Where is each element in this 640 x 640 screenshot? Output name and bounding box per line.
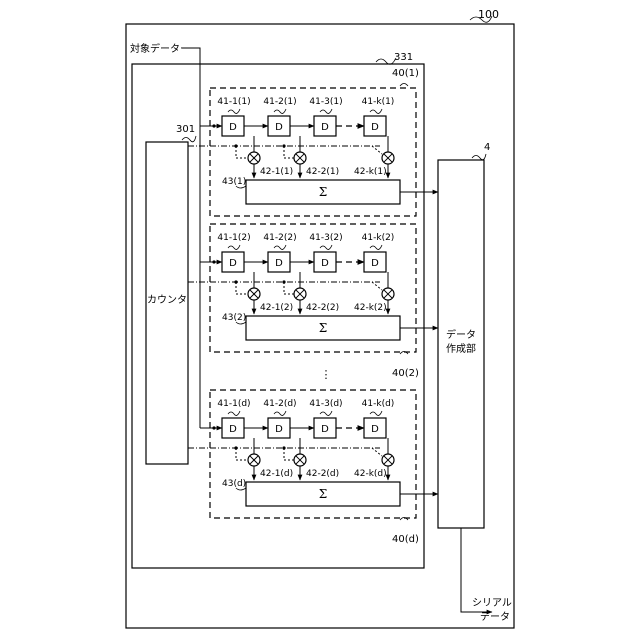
delay-label: D (275, 424, 283, 435)
delay-ref: 41-2(d) (263, 399, 296, 409)
delay-label: D (321, 258, 329, 269)
adder-label: Σ (319, 487, 327, 501)
delay-label: D (275, 122, 283, 133)
input-junction (212, 124, 215, 127)
delay-ref: 41-1(2) (217, 233, 250, 243)
multiplier-ref: 42-k(1) (354, 167, 387, 177)
multiplier-ref: 42-1(d) (260, 469, 293, 479)
delay-label: D (371, 424, 379, 435)
delay-ref: 41-k(2) (362, 233, 395, 243)
delay-label: D (371, 122, 379, 133)
adder-label: Σ (319, 185, 327, 199)
delay-label: D (275, 258, 283, 269)
delay-ref: 41-3(d) (309, 399, 342, 409)
multiplier-ref: 42-2(2) (306, 303, 339, 313)
input-junction (212, 426, 215, 429)
stage-label: 40(d) (392, 534, 419, 545)
adder-label: Σ (319, 321, 327, 335)
multiplier-ref: 42-k(d) (354, 469, 387, 479)
counter-ref: 301 (176, 124, 195, 135)
data-unit-label-1: データ (446, 328, 476, 341)
delay-label: D (229, 424, 237, 435)
multiplier-ref: 42-k(2) (354, 303, 387, 313)
delay-ref: 41-3(1) (309, 97, 342, 107)
adder-ref: 43(d) (222, 479, 246, 489)
multiplier-ref: 42-2(d) (306, 469, 339, 479)
delay-label: D (321, 122, 329, 133)
data-unit-ref: 4 (484, 142, 490, 153)
stage-label: 40(1) (392, 68, 419, 79)
delay-label: D (229, 258, 237, 269)
output-label-2: データ (480, 610, 510, 623)
delay-label: D (229, 122, 237, 133)
adder-ref: 43(2) (222, 313, 246, 323)
stage-ellipsis: ⋮ (321, 368, 332, 381)
delay-ref: 41-3(2) (309, 233, 342, 243)
multiplier-ref: 42-2(1) (306, 167, 339, 177)
data-unit-label-2: 作成部 (446, 342, 476, 355)
delay-ref: 41-2(2) (263, 233, 296, 243)
delay-ref: 41-2(1) (263, 97, 296, 107)
input-label: 対象データー (130, 42, 190, 55)
adder-ref: 43(1) (222, 177, 246, 187)
input-junction (212, 260, 215, 263)
delay-ref: 41-1(1) (217, 97, 250, 107)
system-ref: 100 (478, 8, 499, 21)
delay-ref: 41-1(d) (217, 399, 250, 409)
delay-label: D (371, 258, 379, 269)
multiplier-ref: 42-1(1) (260, 167, 293, 177)
multiplier-ref: 42-1(2) (260, 303, 293, 313)
circuit-ref: 331 (394, 52, 413, 63)
delay-ref: 41-k(d) (362, 399, 395, 409)
output-label-1: シリアル (472, 598, 512, 609)
delay-label: D (321, 424, 329, 435)
counter-label: カウンタ (147, 294, 187, 306)
stage-label: 40(2) (392, 368, 419, 379)
delay-ref: 41-k(1) (362, 97, 395, 107)
